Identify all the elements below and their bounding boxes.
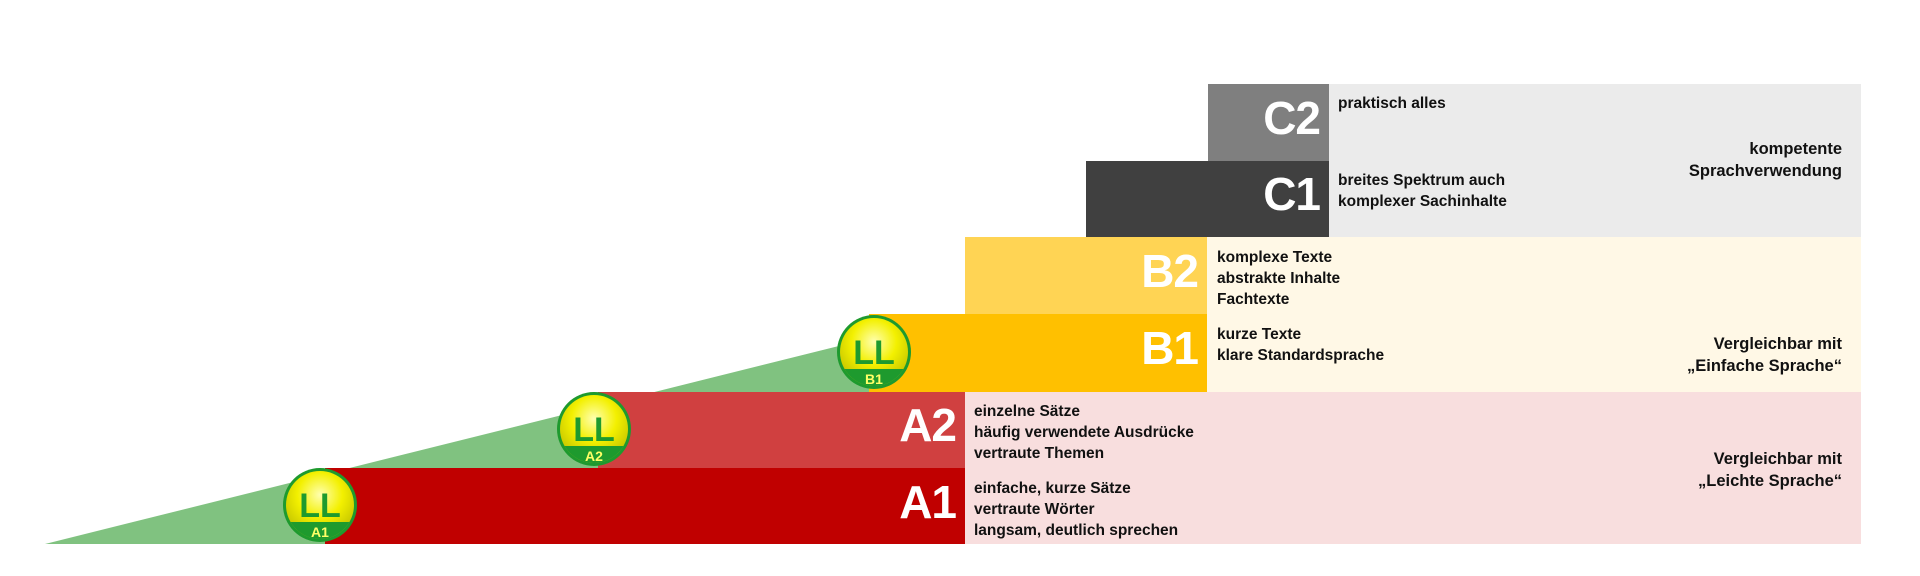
desc-line: einzelne Sätze (974, 403, 1080, 420)
level-code-b1: B1 (1141, 322, 1199, 374)
bar-b1 (869, 314, 1207, 392)
badge-logo: LL (853, 334, 895, 372)
note-line: Vergleichbar mit (1713, 450, 1842, 468)
level-desc-a1: einfache, kurze Sätze vertraute Wörter l… (974, 478, 1178, 541)
desc-line: vertraute Themen (974, 445, 1105, 462)
desc-line: praktisch alles (1338, 95, 1446, 112)
level-code-c2: C2 (1263, 92, 1321, 144)
desc-line: klare Standardsprache (1217, 347, 1385, 364)
badge-level-label: B1 (865, 371, 883, 387)
badge-logo: LL (573, 411, 615, 449)
note-line: Sprachverwendung (1688, 162, 1842, 180)
badge-logo: LL (299, 487, 341, 525)
bar-c1 (1086, 161, 1329, 237)
bar-b2 (965, 237, 1207, 314)
desc-line: vertraute Wörter (974, 501, 1095, 518)
group-note-c: kompetente Sprachverwendung (1689, 138, 1842, 182)
badge-ll-a2: LL A2 (557, 392, 631, 466)
note-line: „Leichte Sprache“ (1698, 472, 1842, 490)
bar-a1 (325, 468, 965, 544)
level-desc-a2: einzelne Sätze häufig verwendete Ausdrüc… (974, 401, 1194, 464)
desc-line: komplexer Sachinhalte (1338, 193, 1507, 210)
badge-level-label: A2 (585, 448, 603, 464)
level-desc-b1: kurze Texte klare Standardsprache (1217, 324, 1384, 366)
level-code-b2: B2 (1141, 245, 1199, 297)
level-desc-c2: praktisch alles (1338, 93, 1446, 114)
bar-a2 (598, 392, 965, 468)
level-code-a1: A1 (899, 476, 957, 528)
group-b-panel (1207, 237, 1861, 392)
badge-level-label: A1 (311, 524, 329, 540)
level-code-a2: A2 (899, 399, 957, 451)
desc-line: kurze Texte (1217, 326, 1302, 343)
desc-line: komplexe Texte (1217, 249, 1333, 266)
bar-c2 (1208, 84, 1329, 161)
desc-line: langsam, deutlich sprechen (974, 522, 1179, 539)
desc-line: Fachtexte (1217, 291, 1290, 308)
desc-line: einfache, kurze Sätze (974, 480, 1131, 497)
group-c-panel (1329, 84, 1861, 237)
note-line: kompetente (1749, 140, 1842, 158)
badge-ll-b1: LL B1 (837, 315, 911, 389)
group-a-panel (965, 392, 1861, 544)
note-line: „Einfache Sprache“ (1687, 357, 1842, 375)
level-desc-c1: breites Spektrum auch komplexer Sachinha… (1338, 170, 1507, 212)
desc-line: abstrakte Inhalte (1217, 270, 1341, 287)
badge-ll-a1: LL A1 (283, 468, 357, 542)
level-desc-b2: komplexe Texte abstrakte Inhalte Fachtex… (1217, 247, 1340, 310)
desc-line: häufig verwendete Ausdrücke (974, 424, 1194, 441)
group-note-b: Vergleichbar mit „Einfache Sprache“ (1687, 333, 1842, 377)
desc-line: breites Spektrum auch (1338, 172, 1506, 189)
group-note-a: Vergleichbar mit „Leichte Sprache“ (1698, 448, 1842, 492)
note-line: Vergleichbar mit (1713, 335, 1842, 353)
level-code-c1: C1 (1263, 168, 1321, 220)
